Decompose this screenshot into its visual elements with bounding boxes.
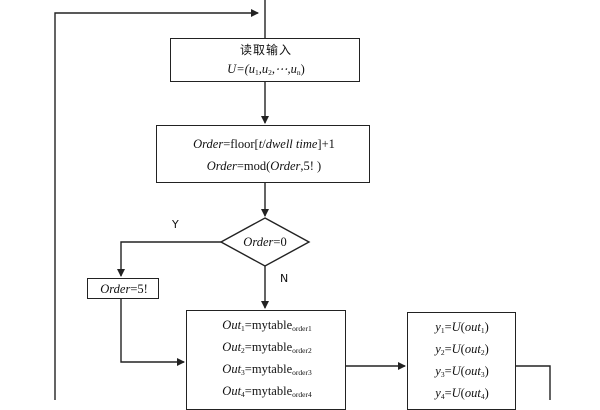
flowchart-connectors <box>54 0 551 400</box>
arrow-side-to-mytable <box>120 299 185 366</box>
output-box: y1=U(out1) y2=U(out2) y3=U(out3) y4=U(ou… <box>407 312 516 410</box>
mytable-row: Out1=mytableorder1 <box>222 318 312 333</box>
loop-back-line <box>54 9 259 400</box>
output-row: y2=U(out2) <box>435 342 489 357</box>
output-row: y3=U(out3) <box>435 364 489 379</box>
read-input-box: 读取输入 U=(u1,u2,⋯,un) <box>170 38 360 82</box>
mytable-row: Out2=mytableorder2 <box>222 340 312 355</box>
branch-yes-label: Y <box>172 218 179 231</box>
output-row: y1=U(out1) <box>435 320 489 335</box>
order-reset-box: Order=5! <box>87 278 159 299</box>
mytable-box: Out1=mytableorder1 Out2=mytableorder2 Ou… <box>186 310 346 410</box>
mytable-row: Out3=mytableorder3 <box>222 362 312 377</box>
branch-no-label: N <box>280 272 289 285</box>
output-row: y4=U(out4) <box>435 386 489 401</box>
order-compute-box: Order=floor[t/dwell time]+1 Order=mod(Or… <box>156 125 370 183</box>
input-vector-formula: U=(u1,u2,⋯,un) <box>227 62 305 77</box>
order-mod-formula: Order=mod(Order,5! ) <box>206 159 322 173</box>
mytable-row: Out4=mytableorder4 <box>222 384 312 399</box>
read-input-title: 读取输入 <box>239 43 293 57</box>
order-reset-text: Order=5! <box>100 282 148 296</box>
decision-text: Order=0 <box>243 235 287 249</box>
arrow-yes-branch <box>117 241 221 277</box>
order-floor-formula: Order=floor[t/dwell time]+1 <box>193 137 335 151</box>
line-output-feedback <box>516 365 551 400</box>
